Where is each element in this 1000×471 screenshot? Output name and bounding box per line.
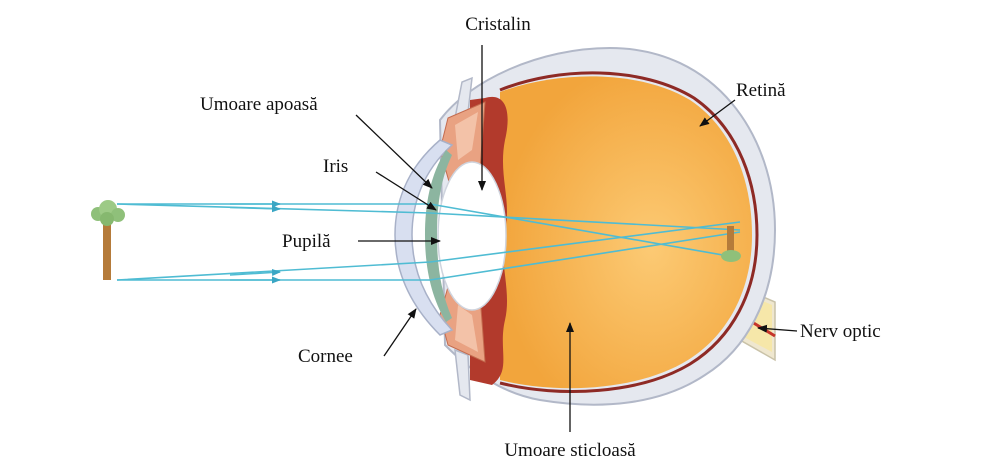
label-nerv-optic: Nerv optic <box>800 321 881 342</box>
pointer-iris <box>375 171 437 211</box>
retina-image <box>721 226 741 262</box>
pointer-nerv-optic <box>757 324 798 333</box>
tree-object <box>91 200 125 280</box>
label-cornee: Cornee <box>298 346 353 367</box>
pointer-retina <box>699 99 736 127</box>
vitreous-body <box>500 76 752 389</box>
pointer-lines <box>355 45 798 432</box>
label-cristalin: Cristalin <box>465 14 531 35</box>
label-umoare-apoasa: Umoare apoasă <box>200 94 318 115</box>
pointer-cornee <box>383 308 417 357</box>
retina <box>499 71 759 393</box>
label-iris: Iris <box>323 156 348 177</box>
label-umoare-sticloasa: Umoare sticloasă <box>504 440 636 461</box>
crystalline-lens <box>437 161 507 311</box>
cornea <box>394 139 454 336</box>
pointer-umoare-apoasa <box>355 114 433 189</box>
label-pupila: Pupilă <box>282 231 331 252</box>
label-retina: Retină <box>736 80 786 101</box>
